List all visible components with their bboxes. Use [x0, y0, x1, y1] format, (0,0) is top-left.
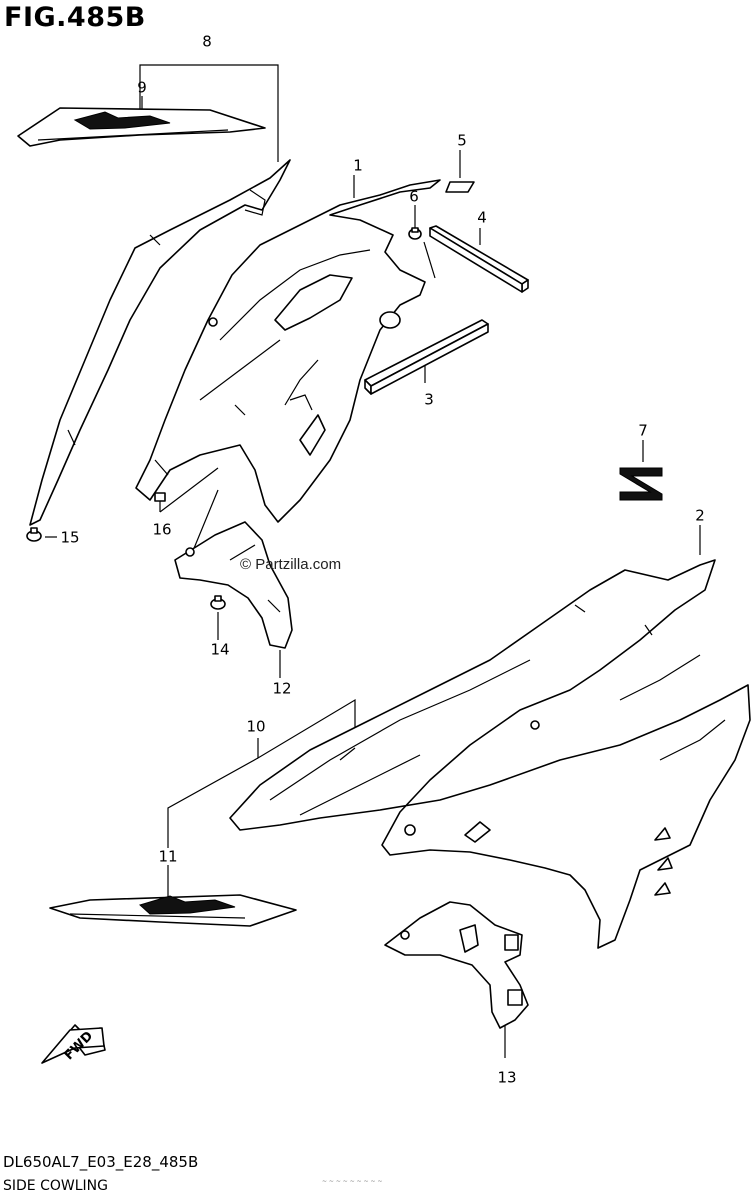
callout-16: 16 [152, 520, 172, 539]
part-11-lower-decal [49, 894, 297, 927]
part-10-panel-edge [339, 747, 356, 761]
callout-2: 2 [695, 506, 705, 525]
part-8-trim-strip [29, 159, 291, 526]
part-2-lower-cowl [229, 559, 751, 949]
part-4-foam-strip [429, 225, 529, 293]
figure-title: FIG.485B [4, 2, 146, 33]
part-15-screw [26, 527, 42, 542]
callout-10: 10 [246, 717, 266, 736]
part-6-screw [408, 227, 422, 240]
callout-15: 15 [60, 528, 80, 547]
part-16-clip [154, 492, 166, 502]
part-13-lower-bracket [384, 901, 529, 1029]
part-14-screw [210, 595, 226, 610]
part-9-upper-decal [17, 107, 266, 147]
callout-13: 13 [497, 1068, 517, 1087]
watermark: © Partzilla.com [240, 556, 342, 573]
callout-3: 3 [424, 390, 434, 409]
fine-print: ~ ~ ~ ~ ~ ~ ~ ~ ~ [322, 1178, 383, 1185]
callout-6: 6 [409, 187, 419, 206]
part-12-inner-bracket [174, 521, 293, 649]
figure-subtitle: SIDE COWLING [3, 1178, 108, 1194]
part-1-side-cowl [135, 179, 441, 523]
callout-1: 1 [353, 156, 363, 175]
part-5-pad [445, 181, 475, 193]
part-7-emblem [619, 467, 663, 501]
callout-8: 8 [202, 32, 212, 51]
callout-7: 7 [638, 421, 648, 440]
callout-5: 5 [457, 131, 467, 150]
callout-12: 12 [272, 679, 292, 698]
callout-9: 9 [137, 78, 147, 97]
callout-4: 4 [477, 208, 487, 227]
callout-11: 11 [158, 847, 178, 866]
part-3-foam-strip [364, 319, 489, 395]
fwd-arrow-icon: FWD [41, 1024, 106, 1064]
figure-code: DL650AL7_E03_E28_485B [3, 1153, 199, 1171]
callout-14: 14 [210, 640, 230, 659]
